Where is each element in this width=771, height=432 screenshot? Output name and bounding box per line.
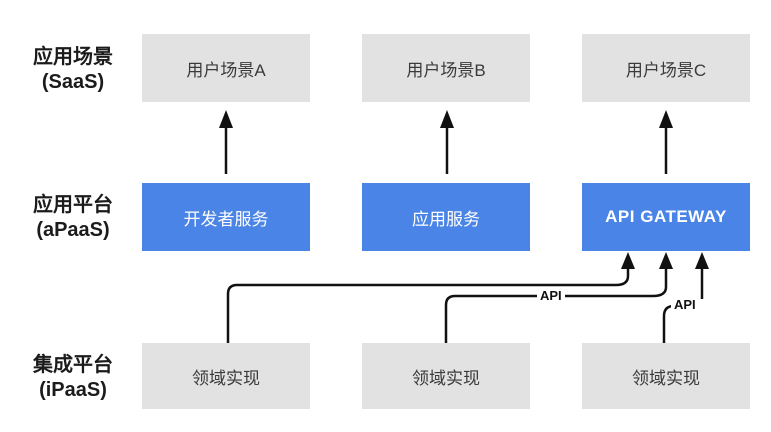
row-label-ipaas-line1: 集成平台 (33, 354, 113, 376)
node-label: 领域实现 (632, 368, 700, 388)
row-label-saas-line1: 应用场景 (33, 46, 113, 68)
node-domain-impl-3: 领域实现 (582, 343, 750, 409)
node-domain-impl-1: 领域实现 (142, 343, 310, 409)
node-user-scenario-a: 用户场景A (142, 34, 310, 102)
gateway-arrowhead-1 (621, 252, 635, 269)
row-label-ipaas: 集成平台 (iPaaS) (8, 353, 138, 403)
api-label-1: API (537, 288, 565, 304)
node-user-scenario-b: 用户场景B (362, 34, 530, 102)
row-label-apaas: 应用平台 (aPaaS) (8, 193, 138, 243)
node-api-gateway: API GATEWAY (582, 183, 750, 251)
node-label: 用户场景A (186, 60, 266, 80)
node-user-scenario-c: 用户场景C (582, 34, 750, 102)
row-label-apaas-line1: 应用平台 (33, 194, 113, 216)
node-developer-service: 开发者服务 (142, 183, 310, 251)
node-domain-impl-2: 领域实现 (362, 343, 530, 409)
row-label-saas: 应用场景 (SaaS) (8, 45, 138, 95)
row-label-saas-line2: (SaaS) (41, 71, 105, 93)
node-label: 用户场景B (406, 60, 486, 80)
row-label-ipaas-line2: (iPaaS) (39, 379, 107, 401)
up-arrowhead-col1 (219, 110, 233, 128)
node-label: 领域实现 (192, 368, 260, 388)
connector-impl1-to-gateway (226, 267, 630, 343)
node-label: 开发者服务 (183, 209, 269, 229)
api-label-2: API (671, 297, 699, 313)
up-arrowhead-col3 (659, 110, 673, 128)
node-label: 用户场景C (625, 60, 707, 80)
node-label: 应用服务 (412, 209, 480, 229)
up-arrowhead-col2 (440, 110, 454, 128)
node-app-service: 应用服务 (362, 183, 530, 251)
gateway-arrowhead-3 (695, 252, 709, 269)
node-label: API GATEWAY (605, 207, 727, 226)
node-label: 领域实现 (412, 368, 480, 388)
gateway-arrowhead-2 (659, 252, 673, 269)
row-label-apaas-line2: (aPaaS) (36, 219, 110, 241)
connector-impl2-to-gateway (444, 267, 668, 343)
